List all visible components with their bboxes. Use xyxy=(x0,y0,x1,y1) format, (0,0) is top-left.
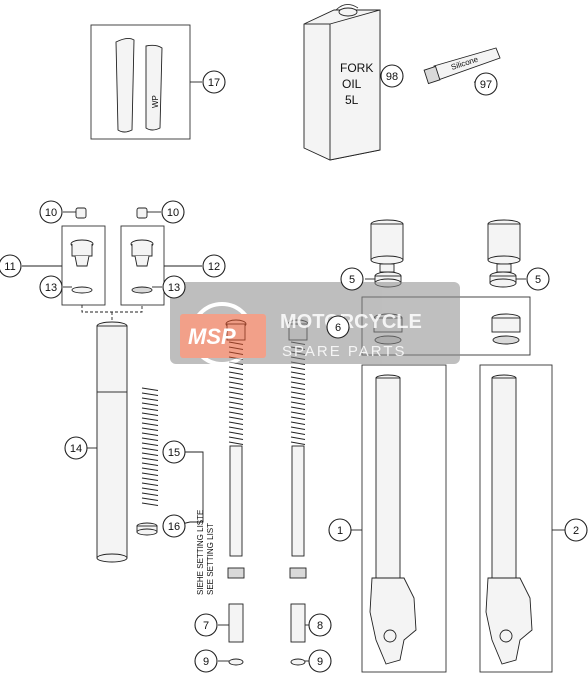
watermark-logo: MSP xyxy=(188,324,236,349)
sticker-set: WP xyxy=(90,24,202,140)
callout-label: 8 xyxy=(317,620,323,632)
fork-oil-can: FORK OIL 5L xyxy=(303,4,381,161)
fork-oil-line2: OIL xyxy=(342,77,362,91)
valve-12 xyxy=(130,239,154,294)
sticker-label: WP xyxy=(151,95,160,108)
fork-tube-14 xyxy=(96,321,128,563)
callout-label: 15 xyxy=(168,447,180,459)
callout-label: 1 xyxy=(337,525,343,537)
spacer-16 xyxy=(136,522,158,536)
callout-label: 16 xyxy=(168,521,180,533)
fork-leg-2 xyxy=(485,374,533,665)
callout-circle xyxy=(194,613,218,637)
protector-left xyxy=(370,219,404,273)
callout-circle xyxy=(340,267,364,291)
seal-5-right xyxy=(489,271,517,288)
callout-label: 2 xyxy=(573,525,579,537)
callout-circle xyxy=(64,436,88,460)
callout-label: 7 xyxy=(203,620,209,632)
callout-label: 11 xyxy=(4,261,15,273)
callout-circle xyxy=(162,275,186,299)
callout-circle xyxy=(308,613,332,637)
callout-circle xyxy=(162,514,186,538)
callout-label: 17 xyxy=(208,77,220,89)
callout-circle xyxy=(202,70,226,94)
coil-spring xyxy=(141,387,159,506)
fork-oil-line3: 5L xyxy=(345,93,359,107)
callout-label: 12 xyxy=(208,261,220,273)
callout-label: 98 xyxy=(386,71,398,83)
setting-list-en: SEE SETTING LIST xyxy=(206,523,215,595)
fork-leg-1 xyxy=(369,374,417,665)
callout-circle xyxy=(161,200,185,224)
callout-circle xyxy=(202,254,226,278)
callout-label: 10 xyxy=(45,207,57,219)
silicone-tube: Silicone xyxy=(423,47,501,85)
watermark-line2: SPARE PARTS xyxy=(282,343,407,360)
callout-circle xyxy=(194,649,218,673)
callout-circle xyxy=(308,649,332,673)
box-11 xyxy=(61,225,106,306)
cartridge-8 xyxy=(287,319,309,666)
callout-circle xyxy=(39,275,63,299)
spring-15 xyxy=(141,387,159,506)
fork-oil-line1: FORK xyxy=(340,61,373,75)
callout-label: 10 xyxy=(167,207,179,219)
bushing-6-right xyxy=(491,313,521,345)
watermark-line1: MOTORCYCLE xyxy=(280,311,422,333)
callout-label: 6 xyxy=(335,322,341,334)
setting-bracket xyxy=(190,451,204,523)
box-12 xyxy=(120,225,165,306)
cap-left xyxy=(75,207,87,219)
callout-circle xyxy=(0,254,22,278)
callout-label: 13 xyxy=(45,282,57,294)
watermark-logo-box xyxy=(180,314,266,358)
protector-right xyxy=(487,219,521,273)
callout-circle xyxy=(39,200,63,224)
watermark xyxy=(170,282,460,366)
callout-label: 9 xyxy=(317,656,323,668)
callout-circle xyxy=(162,440,186,464)
callout-circle xyxy=(326,315,350,339)
callout-label: 5 xyxy=(535,274,541,286)
cap-right xyxy=(136,207,148,219)
callout-label: 9 xyxy=(203,656,209,668)
box-1 xyxy=(361,364,447,673)
callout-label: 5 xyxy=(349,274,355,286)
callout-label: 97 xyxy=(480,79,492,91)
callout-circle xyxy=(380,64,404,88)
callout-circle xyxy=(474,72,498,96)
callout-circle xyxy=(328,518,352,542)
callout-label: 14 xyxy=(70,443,82,455)
callout-circle xyxy=(564,518,588,542)
setting-list-de: SIEHE SETTING LISTE xyxy=(196,510,205,595)
cartridge-7 xyxy=(225,319,247,666)
callout-label: 13 xyxy=(168,282,180,294)
valve-11 xyxy=(70,239,94,294)
callout-circle xyxy=(526,267,550,291)
box-2 xyxy=(479,364,553,673)
